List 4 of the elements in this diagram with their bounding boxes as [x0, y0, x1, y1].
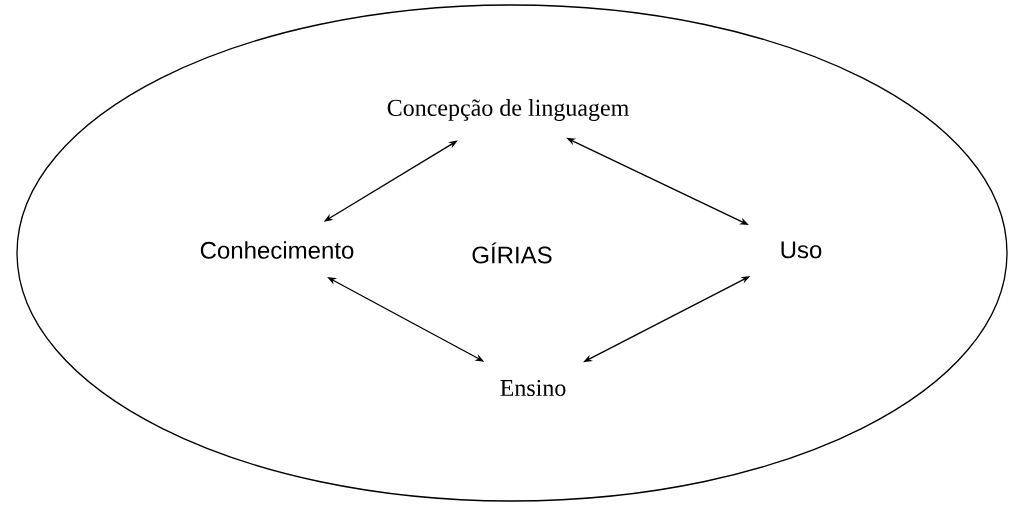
node-label: Uso — [781, 241, 822, 259]
node-label: Concepção de linguagem — [387, 99, 629, 121]
node-label: Ensino — [500, 379, 566, 397]
node-label: Conhecimento — [200, 241, 354, 259]
